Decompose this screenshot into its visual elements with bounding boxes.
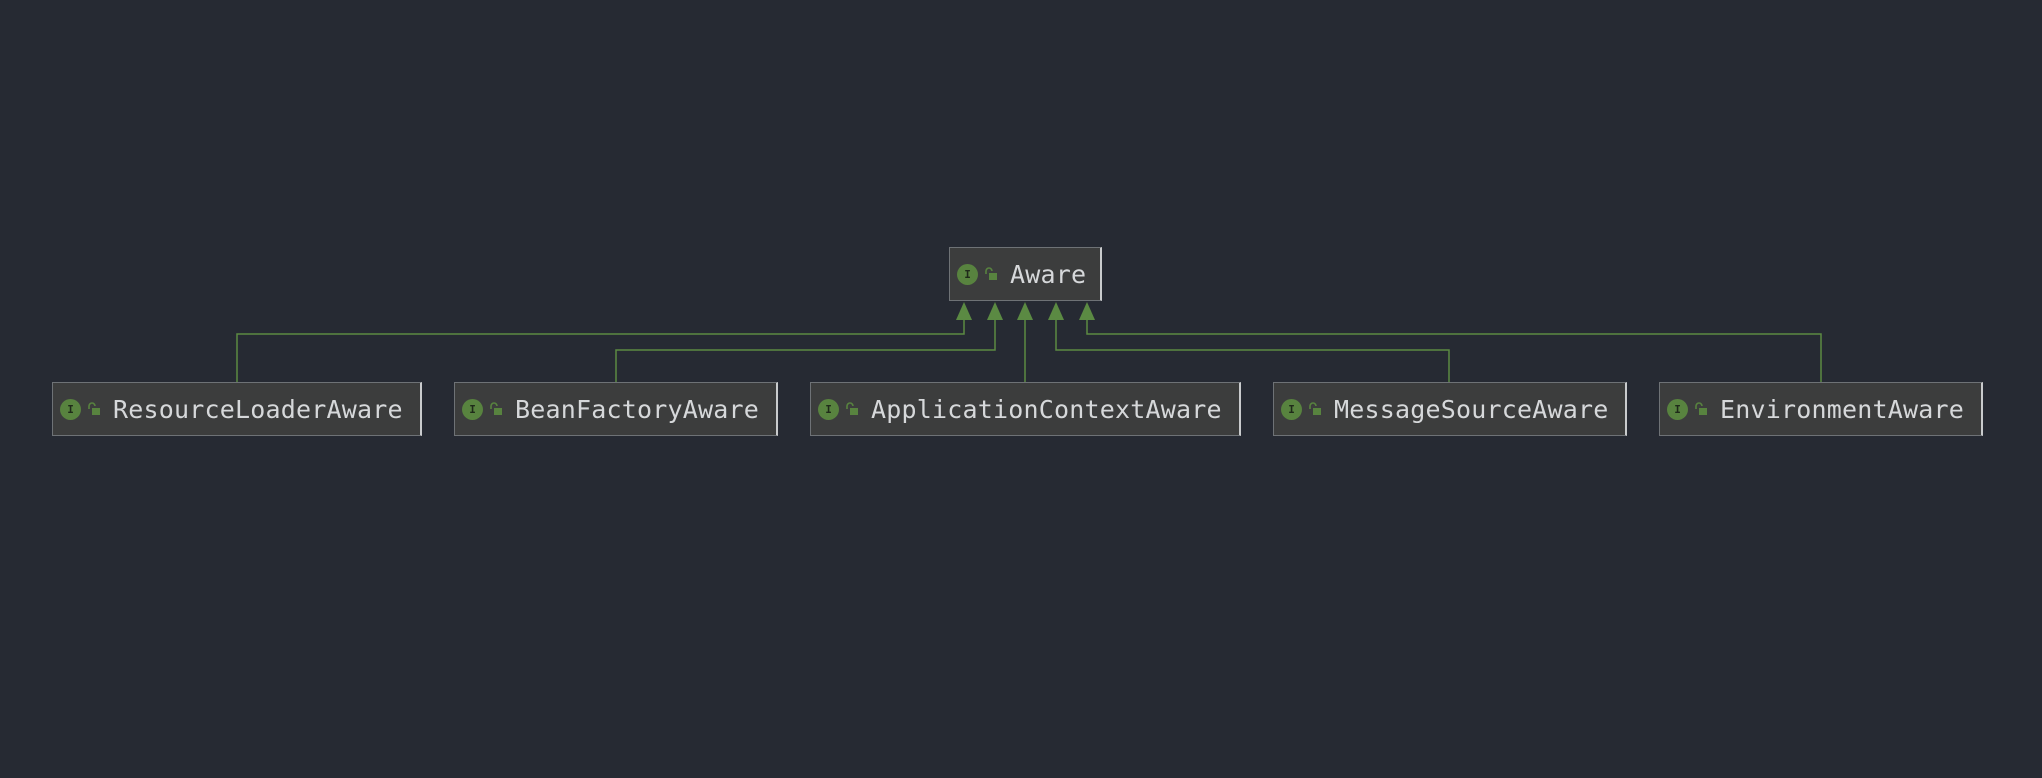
arrowhead-3 — [1017, 302, 1033, 320]
node-label: ApplicationContextAware — [871, 394, 1222, 424]
interface-icon: I — [1281, 398, 1302, 420]
edge-environmentaware-to-aware — [1086, 317, 1822, 382]
interface-icon: I — [1667, 398, 1688, 420]
node-applicationcontextaware[interactable]: I ApplicationContextAware — [810, 382, 1241, 436]
node-label: Aware — [1010, 259, 1087, 289]
node-label: EnvironmentAware — [1720, 394, 1965, 424]
node-resourceloaderaware[interactable]: I ResourceLoaderAware — [52, 382, 422, 436]
edge-messagesourceaware-to-aware — [1055, 317, 1450, 382]
node-aware[interactable]: I Aware — [949, 247, 1102, 301]
edge-beanfactoryaware-to-aware — [615, 317, 996, 382]
interface-icon: I — [60, 398, 81, 420]
node-messagesourceaware[interactable]: I MessageSourceAware — [1273, 382, 1627, 436]
arrowhead-1 — [956, 302, 972, 320]
edge-resourceloaderaware-to-aware — [236, 317, 965, 382]
public-lock-icon — [985, 267, 997, 280]
arrowhead-2 — [987, 302, 1003, 320]
interface-icon: I — [462, 398, 483, 420]
node-label: BeanFactoryAware — [515, 394, 760, 424]
arrowhead-5 — [1079, 302, 1095, 320]
node-beanfactoryaware[interactable]: I BeanFactoryAware — [454, 382, 778, 436]
interface-icon: I — [818, 398, 839, 420]
interface-icon: I — [957, 263, 978, 285]
public-lock-icon — [88, 402, 100, 415]
public-lock-icon — [846, 402, 858, 415]
public-lock-icon — [490, 402, 502, 415]
node-environmentaware[interactable]: I EnvironmentAware — [1659, 382, 1983, 436]
arrowhead-4 — [1048, 302, 1064, 320]
public-lock-icon — [1695, 402, 1707, 415]
public-lock-icon — [1309, 402, 1321, 415]
node-label: MessageSourceAware — [1334, 394, 1609, 424]
node-label: ResourceLoaderAware — [113, 394, 403, 424]
